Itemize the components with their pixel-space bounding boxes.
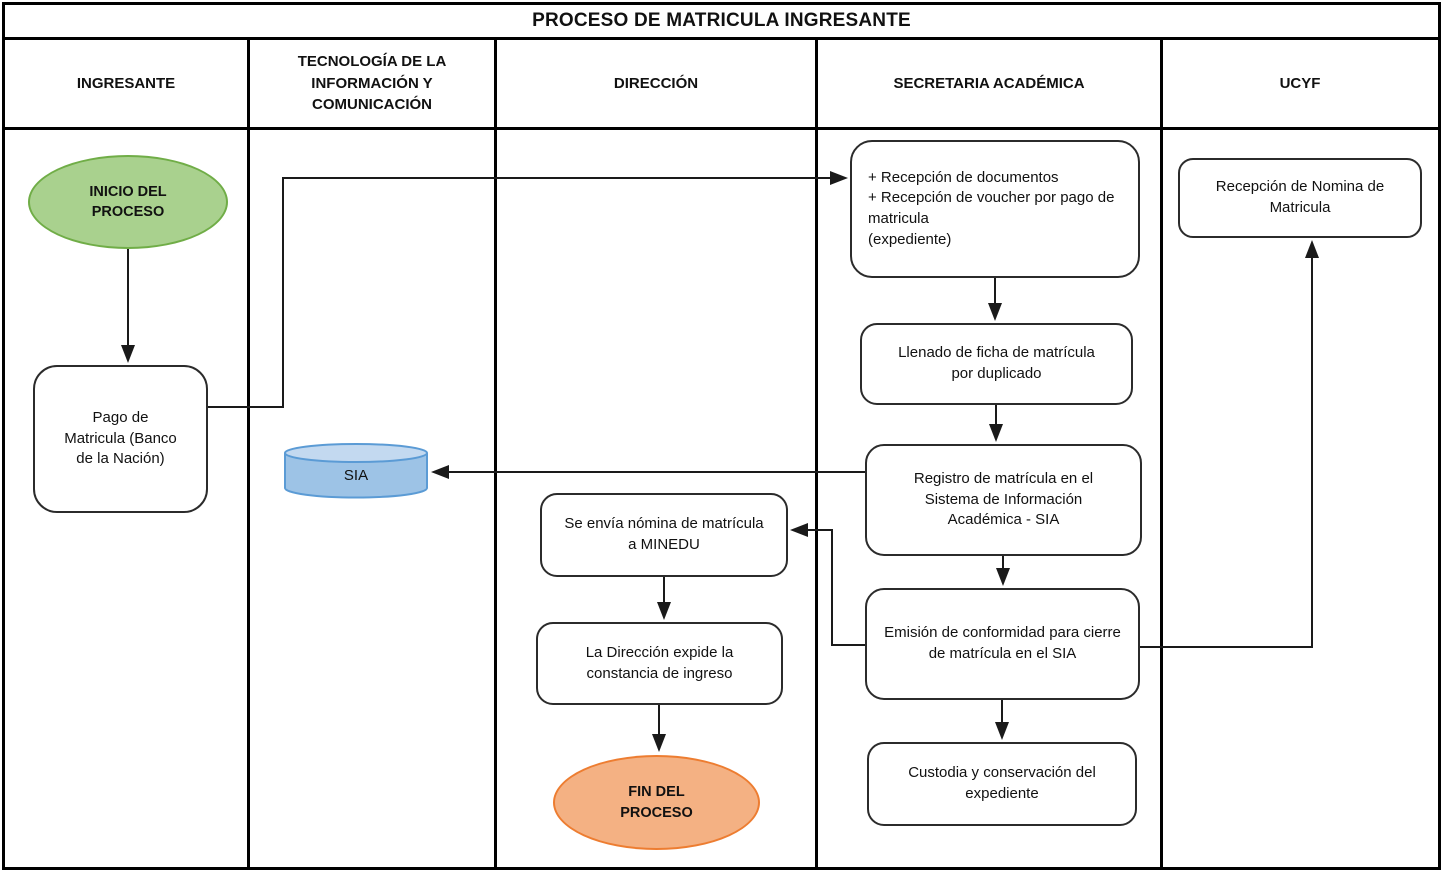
lane-header-secretaria-academica: SECRETARIA ACADÉMICA xyxy=(818,40,1160,127)
lane-header-label: SECRETARIA ACADÉMICA xyxy=(893,74,1085,92)
lane-header-ingresante: INGRESANTE xyxy=(5,40,247,127)
process-direccion-expide: La Dirección expide la constancia de ing… xyxy=(536,622,783,705)
lane-divider-1 xyxy=(247,40,250,867)
process-registro-matricula: Registro de matrícula en el Sistema de I… xyxy=(865,444,1142,556)
end-node-label: FIN DEL PROCESO xyxy=(620,784,693,821)
lane-divider-4 xyxy=(1160,40,1163,867)
lane-header-label: UCYF xyxy=(1279,74,1321,92)
start-node: INICIO DEL PROCESO xyxy=(28,155,228,249)
cylinder-top xyxy=(284,443,428,463)
lane-divider-2 xyxy=(494,40,497,867)
process-label: Recepción de Nomina de Matricula xyxy=(1215,178,1385,216)
lane-header-label: DIRECCIÓN xyxy=(613,74,699,92)
process-label: Registro de matrícula en el Sistema de I… xyxy=(913,469,1094,529)
process-label: Pago de Matricula (Banco de la Nación) xyxy=(64,408,177,468)
lane-header-ucyf: UCYF xyxy=(1163,40,1437,127)
lane-header-direccion: DIRECCIÓN xyxy=(497,40,815,127)
process-se-envia-nomina: Se envía nómina de matrícula a MINEDU xyxy=(540,493,788,577)
process-label: La Dirección expide la constancia de ing… xyxy=(585,643,734,682)
lane-header-tic: TECNOLOGÍA DE LA INFORMACIÓN Y COMUNICAC… xyxy=(250,40,494,127)
end-node: FIN DEL PROCESO xyxy=(553,755,760,850)
process-label: Llenado de ficha de matrícula por duplic… xyxy=(898,344,1095,382)
lane-header-label: INGRESANTE xyxy=(76,74,176,92)
edge-emision-to-recepcion-nomina xyxy=(1140,240,1319,648)
process-label: + Recepción de documentos + Recepción de… xyxy=(868,168,1115,248)
start-node-label: INICIO DEL PROCESO xyxy=(89,183,167,220)
cylinder-shape xyxy=(284,443,428,499)
process-label: Custodia y conservación del expediente xyxy=(908,764,1096,802)
process-recepcion-nomina: Recepción de Nomina de Matricula xyxy=(1178,158,1422,238)
cylinder-body xyxy=(284,453,428,499)
process-label: Emisión de conformidad para cierre de ma… xyxy=(884,624,1121,662)
process-emision-conformidad: Emisión de conformidad para cierre de ma… xyxy=(865,588,1140,700)
process-llenado-ficha: Llenado de ficha de matrícula por duplic… xyxy=(860,323,1133,405)
database-label: SIA xyxy=(343,466,369,484)
lane-header-label: TECNOLOGÍA DE LA INFORMACIÓN Y COMUNICAC… xyxy=(297,52,447,114)
lane-divider-3 xyxy=(815,40,818,867)
header-separator-line xyxy=(2,127,1441,130)
process-pago-matricula: Pago de Matricula (Banco de la Nación) xyxy=(33,365,208,513)
process-label: Se envía nómina de matrícula a MINEDU xyxy=(564,515,764,553)
sia-database-cylinder: SIA xyxy=(283,442,429,500)
process-custodia-expediente: Custodia y conservación del expediente xyxy=(867,742,1137,826)
diagram-title: PROCESO DE MATRICULA INGRESANTE xyxy=(532,10,911,31)
title-separator-line xyxy=(2,37,1441,40)
process-recepcion-documentos: + Recepción de documentos + Recepción de… xyxy=(850,140,1140,278)
edge-emision-to-se-envia xyxy=(790,523,865,646)
edge-pago-to-recepcion-documentos xyxy=(208,171,848,408)
